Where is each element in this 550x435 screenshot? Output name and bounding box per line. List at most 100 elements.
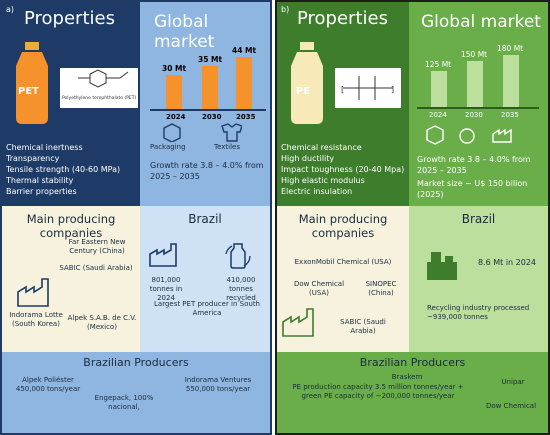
section-title: Properties [297,8,388,29]
pe-property-list: Chemical resistance High ductility Impac… [281,142,409,197]
largest-producer-note: Largest PET producer in South America [154,300,260,317]
pet-market-section: Global market 30 Mt 35 Mt 44 Mt 2024 203… [140,2,270,206]
pe-molecule-diagram: [ ] [335,68,401,108]
bar-value-label: 125 Mt [425,60,452,69]
section-title: Main producing companies [26,212,116,240]
pet-producers-section: Main producing companies Far Eastern New… [2,206,140,352]
app-label-textiles: Textiles [214,143,241,151]
property-item: Impact toughness (20-40 Mpa) [281,165,405,174]
pet-brazilian-producers-section: Brazilian Producers Alpek Poliéster 450,… [2,352,270,433]
pet-bottle-icon [16,42,48,124]
pe-brazil-section: Brazil 8.6 Mt in 2024 Recycling industry… [409,206,548,352]
textiles-icon [221,123,242,142]
section-title: Brazil [461,212,496,226]
factory-icon [17,278,49,307]
pet-brazil-section: Brazil 801,000 tonnes in 2024 410,000 to… [140,206,270,352]
molecule-structure-icon: [ ] [341,76,394,100]
bar-year-label: 2030 [202,113,222,121]
section-title: Global market [421,12,541,32]
pet-market-chart: 30 Mt 35 Mt 44 Mt 2024 2030 2035 [140,2,270,132]
company-name: Alpek S.A.B. de C.V. (Mexico) [67,314,137,331]
market-bar-2035 [503,55,519,107]
company-name: SINOPEC (China) [365,280,397,297]
brazilian-producer-capacity: PE production capacity 3.5 million tonne… [292,383,464,400]
panel-label: a) [6,5,15,14]
market-size-text: Market size ~ U$ 150 bilion (2025) [417,179,528,199]
section-title: Properties [24,8,115,29]
pe-production-value: 8.6 Mt in 2024 [477,258,537,267]
pet-properties-section: a) Properties PET Polyethylene terephtha… [2,2,140,206]
bar-year-label: 2024 [429,111,447,119]
section-title: Main producing companies [298,212,388,240]
bar-value-label: 150 Mt [461,50,488,59]
property-item: Electric insulation [281,187,353,196]
market-bar-2024 [431,71,447,107]
bar-value-label: 30 Mt [162,64,187,73]
molecule-structure-icon [78,69,129,88]
pe-properties-section: b) Properties PE [ ] Chemical resistance… [277,2,409,206]
company-name: SABIC (Saudi Arabia) [340,318,386,335]
property-item: Tensile strength (40-60 MPa) [6,165,121,174]
brazilian-producer-name: Braskem [391,373,423,381]
property-item: Thermal stability [6,176,74,185]
svg-text:]: ] [391,85,394,94]
bottle-label: PET [18,86,39,97]
bar-value-label: 35 Mt [198,55,223,64]
panel-a-pet: a) Properties PET Polyethylene terephtha… [0,0,272,435]
property-item: Barrier properties [6,187,77,196]
section-title: Brazilian Producers [83,356,189,369]
bar-value-label: 180 Mt [497,44,524,53]
chart-baseline [417,107,539,109]
production-factory-icon [427,252,457,280]
factory-icon [282,308,314,337]
production-factory-icon [149,243,177,267]
bar-value-label: 44 Mt [232,46,257,55]
brazilian-producer: Engepack, 100% nacional, [94,394,154,411]
bar-year-label: 2024 [166,113,186,121]
market-bar-2030 [467,61,483,107]
chart-baseline [150,109,266,111]
svg-text:[: [ [341,85,344,94]
bar-year-label: 2030 [465,111,483,119]
market-bar-2030 [202,66,218,109]
property-item: Chemical resistance [281,143,362,152]
pet-molecule-diagram: Polyethylene terephthalate (PET) [60,68,138,108]
section-title: Brazilian Producers [359,356,466,369]
property-item: High ductility [281,154,335,163]
property-item: Transparency [6,154,60,163]
growth-rate-text: Growth rate 3.8 – 4.0% from 2025 – 2035 [417,155,531,175]
brazilian-producer: Alpek Poliéster 450,000 tons/year [15,376,81,393]
pe-recycling-value: Recycling industry processed ~939,000 to… [427,304,530,321]
company-name: Far Eastern New Century (China) [68,238,126,255]
company-name: Dow Chemical (USA) [293,280,345,297]
recycle-bottle-icon [225,243,251,269]
brazilian-producer: Indorama Ventures 550,000 tons/year [184,376,252,393]
pe-brazilian-producers-section: Brazilian Producers Braskem PE productio… [277,352,548,433]
pet-property-list: Chemical inertness Transparency Tensile … [6,142,140,197]
brazilian-producer-name: Unipar [501,378,525,386]
bar-year-label: 2035 [236,113,256,121]
section-title: Brazil [188,212,222,226]
property-item: High elastic modulus [281,176,365,185]
growth-rate-text: Growth rate 3.8 – 4.0% from 2025 – 2035 [150,161,264,181]
market-bar-2035 [236,57,252,109]
pet-production-value: 801,000 tonnes in 2024 [149,276,183,302]
company-name: ExxonMobil Chemical (USA) [294,258,392,266]
pet-recycled-value: 410,000 tonnes recycled [226,276,256,302]
section-title: Global market [154,12,215,52]
bar-year-label: 2035 [501,111,519,119]
pe-market-section: Global market 125 Mt 150 Mt 180 Mt 2024 … [409,2,548,206]
company-name: SABIC (Saudi Arabia) [59,264,133,272]
panel-label: b) [281,5,290,14]
pe-producers-section: Main producing companies ExxonMobil Chem… [277,206,409,352]
market-bar-2024 [166,75,182,109]
bottle-label: PE [296,86,311,97]
application-icons [426,125,512,145]
pe-bottle-icon [291,42,323,124]
app-label-packaging: Packaging [150,143,186,151]
company-name: Indorama Lotte (South Korea) [9,311,63,328]
property-item: Chemical inertness [6,143,83,152]
molecule-caption: Polyethylene terephthalate (PET) [62,96,137,101]
packaging-icon [163,123,181,142]
panel-b-pe: b) Properties PE [ ] Chemical resistance… [275,0,550,435]
